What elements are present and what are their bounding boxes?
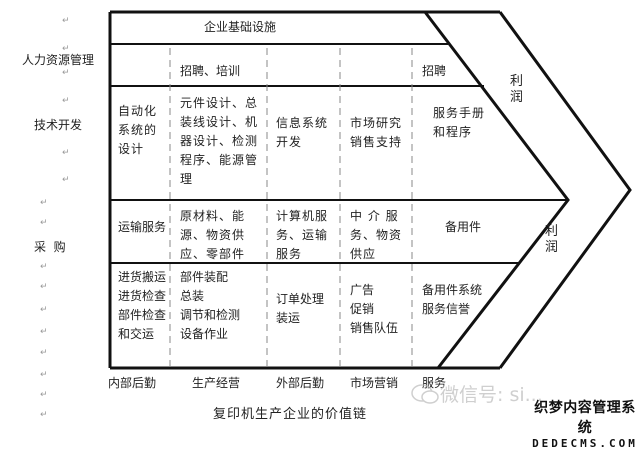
cell-hr-production: 招聘、培训 xyxy=(180,64,241,78)
diagram-title: 复印机生产企业的价值链 xyxy=(213,407,368,422)
cell-primary-production: 部件装配 总装 调节和检测 设备作业 xyxy=(180,270,241,341)
cell-primary-marketing: 广告 促销 销售队伍 xyxy=(350,283,399,335)
margin-label-bottom: 利润 xyxy=(545,224,559,255)
paragraph-mark: ↵ xyxy=(62,96,70,106)
paragraph-mark: ↵ xyxy=(62,44,70,54)
cell-primary-service: 备用件系统 服务信誉 xyxy=(422,283,483,316)
primary-label-marketing: 市场营销 xyxy=(350,376,399,390)
cell-tech-service: 服务手册和程序 xyxy=(433,106,486,139)
paragraph-mark: ↵ xyxy=(40,218,48,228)
wechat-watermark: 微信号: si... xyxy=(410,380,543,407)
cell-tech-outbound: 信息系统开发 xyxy=(276,116,329,149)
value-chain-frame xyxy=(108,10,632,370)
paragraph-mark: ↵ xyxy=(40,410,48,420)
paragraph-mark: ↵ xyxy=(40,348,48,358)
primary-label-outbound: 外部后勤 xyxy=(276,376,325,390)
paragraph-mark: ↵ xyxy=(62,175,70,185)
paragraph-mark: ↵ xyxy=(62,68,70,78)
wechat-icon xyxy=(411,383,439,404)
cell-primary-outbound: 订单处理 装运 xyxy=(276,292,325,325)
paragraph-mark: ↵ xyxy=(62,16,70,26)
paragraph-mark: ↵ xyxy=(40,198,48,208)
paragraph-mark: ↵ xyxy=(62,148,70,158)
cell-tech-inbound: 自动化系统的设计 xyxy=(118,104,158,156)
paragraph-mark: ↵ xyxy=(40,390,48,400)
cell-hr-service: 招聘 xyxy=(422,64,447,78)
cell-proc-inbound: 运输服务 xyxy=(118,220,167,234)
paragraph-mark: ↵ xyxy=(40,305,48,315)
margin-label-top: 利润 xyxy=(510,74,524,105)
paragraph-mark: ↵ xyxy=(40,282,48,292)
cell-tech-marketing: 市场研究销售支持 xyxy=(350,116,403,149)
primary-label-inbound: 内部后勤 xyxy=(108,376,157,390)
support-label-tech: 技术开发 xyxy=(34,118,83,132)
dedecms-watermark: 织梦内容管理系统 DEDECMS.COM xyxy=(532,400,638,450)
cell-proc-production: 原材料、能源、物资供应、零部件 xyxy=(180,209,246,261)
support-label-hr: 人力资源管理 xyxy=(22,53,95,67)
cell-proc-marketing: 中 介 服务、物资供应 xyxy=(350,209,403,261)
cell-tech-production: 元件设计、总装线设计、机器设计、检测程序、能源管理 xyxy=(180,96,259,186)
cell-infrastructure: 企业基础设施 xyxy=(204,20,277,34)
paragraph-mark: ↵ xyxy=(40,327,48,337)
primary-label-operations: 生产经营 xyxy=(192,376,241,390)
support-label-procurement: 采 购 xyxy=(34,240,66,254)
cell-primary-inbound: 进货搬运 进货检查 部件检查 和交运 xyxy=(118,270,167,341)
cell-proc-service: 备用件 xyxy=(445,220,482,234)
paragraph-mark: ↵ xyxy=(40,370,48,380)
paragraph-mark: ↵ xyxy=(40,262,48,272)
cell-proc-outbound: 计算机服务、运输服务 xyxy=(276,209,329,261)
